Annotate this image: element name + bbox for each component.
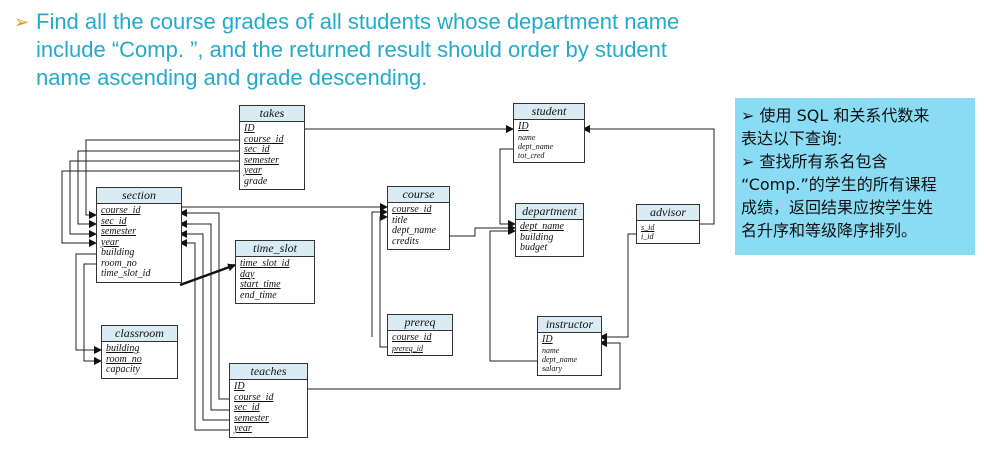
attr-section-room-no: room_no [101,257,137,269]
table-advisor: advisor s_id i_id [636,204,700,244]
attr-teaches-sec-id: sec_id [234,402,260,413]
table-section: section course_id sec_id semester year b… [96,187,182,283]
link-section-timeslot [179,263,236,287]
link-section-classroom-room [83,263,102,365]
note-line-4: “Comp.”的学生的所有课程 [741,175,937,194]
table-classroom: classroom building room_no capacity [101,325,178,379]
table-department: department dept_name building budget [515,203,584,257]
attr-instructor-dept-name: dept_name [542,354,578,364]
table-takes: takes ID course_id sec_id semester year … [239,105,305,190]
attr-time-slot-day: day [240,268,255,280]
attr-time-slot-end-time: end_time [240,289,277,301]
table-prereq: prereq course_id prereq_id [387,314,453,356]
link-course-department [448,224,516,237]
attr-teaches-id: ID [234,381,245,392]
table-course: course course_id title dept_name credits [387,186,450,250]
attr-prereq-course-id: course_id [392,332,432,343]
note-line-5: 成绩，返回结果应按学生姓 [741,198,934,217]
prompt-line-2: include “Comp. ”, and the returned resul… [36,37,668,62]
attr-classroom-room-no: room_no [106,353,142,365]
table-student: student ID name dept_name tot_cred [513,103,585,163]
attr-teaches-year: year [234,423,252,434]
link-teaches-section-sec [179,220,229,411]
table-instructor-title: instructor [538,317,601,333]
link-student-department [499,148,516,228]
link-takes-section-sem [69,160,239,238]
link-advisor-student [582,125,715,225]
attr-instructor-id: ID [542,334,553,345]
link-prereq-course [371,208,388,337]
prompt-line-1: Find all the course grades of all studen… [36,9,680,34]
prompt-line-3: name ascending and grade descending. [36,65,428,90]
link-section-classroom-building [75,253,102,354]
attr-prereq-prereq-id: prereq_id [392,343,423,353]
link-takes-section-year [61,170,239,247]
attr-time-slot-start-time: start_time [240,279,281,290]
attr-time-slot-id: time_slot_id [240,258,290,269]
note-line-6: 名升序和等级降序排列。 [741,221,918,240]
table-teaches-title: teaches [230,364,307,380]
attr-takes-semester: semester [244,154,279,166]
attr-section-year: year [101,236,119,248]
note-line-3: ➢ 查找所有系名包含 [741,152,888,171]
attr-section-building: building [101,247,135,258]
attr-takes-id: ID [244,123,255,134]
link-advisor-instructor [599,233,636,341]
note-line-2: 表达以下查询: [741,129,843,148]
attr-advisor-i-id: i_id [641,232,654,241]
table-advisor-title: advisor [637,205,699,221]
attr-instructor-name: name [542,345,560,355]
table-instructor: instructor ID name dept_name salary [537,316,602,376]
attr-course-dept-name: dept_name [392,225,436,236]
link-teaches-section-sem [179,230,229,421]
translation-note: ➢ 使用 SQL 和关系代数来 表达以下查询: ➢ 查找所有系名包含 “Comp… [735,98,975,255]
attr-section-time-slot-id: time_slot_id [101,268,151,279]
attr-section-sec-id: sec_id [101,215,127,227]
attr-department-budget: budget [520,242,548,253]
attr-department-dept-name: dept_name [520,221,564,232]
attr-department-building: building [520,231,554,243]
attr-classroom-capacity: capacity [106,364,140,375]
attr-student-dept-name: dept_name [518,141,554,151]
attr-instructor-salary: salary [542,363,562,373]
attr-course-credits: credits [392,235,419,247]
attr-classroom-building: building [106,343,140,354]
table-department-title: department [516,204,583,220]
link-takes-section-course [85,139,239,219]
table-teaches: teaches ID course_id sec_id semester yea… [229,363,308,438]
table-time-slot: time_slot time_slot_id day start_time en… [235,240,315,304]
link-teaches-section-course [179,209,229,400]
table-takes-title: takes [240,106,304,122]
note-line-1: ➢ 使用 SQL 和关系代数来 [741,106,930,125]
table-classroom-title: classroom [102,326,177,342]
attr-section-course-id: course_id [101,205,141,216]
attr-teaches-course-id: course_id [234,391,274,403]
attr-takes-course-id: course_id [244,133,284,145]
attr-student-tot-cred: tot_cred [518,150,545,160]
link-takes-section-sec [77,150,239,228]
attr-course-title: title [392,214,408,226]
attr-student-name: name [518,132,536,142]
link-prereq-id-course [379,213,388,348]
attr-section-semester: semester [101,226,136,237]
table-course-title: course [388,187,449,203]
attr-teaches-semester: semester [234,412,269,424]
attr-takes-grade: grade [244,175,268,187]
table-time-slot-title: time_slot [236,241,314,257]
attr-takes-sec-id: sec_id [244,144,270,155]
link-teaches-instructor [306,339,621,390]
table-prereq-title: prereq [388,315,452,331]
arrow-bullet-icon: ➢ [14,12,30,32]
attr-course-course-id: course_id [392,204,432,215]
attr-takes-year: year [244,165,262,176]
attr-student-id: ID [518,121,529,132]
link-instructor-department [489,227,537,362]
link-teaches-section-year [179,239,229,431]
table-section-title: section [97,188,181,204]
attr-advisor-s-id: s_id [641,223,655,232]
table-student-title: student [514,104,584,120]
